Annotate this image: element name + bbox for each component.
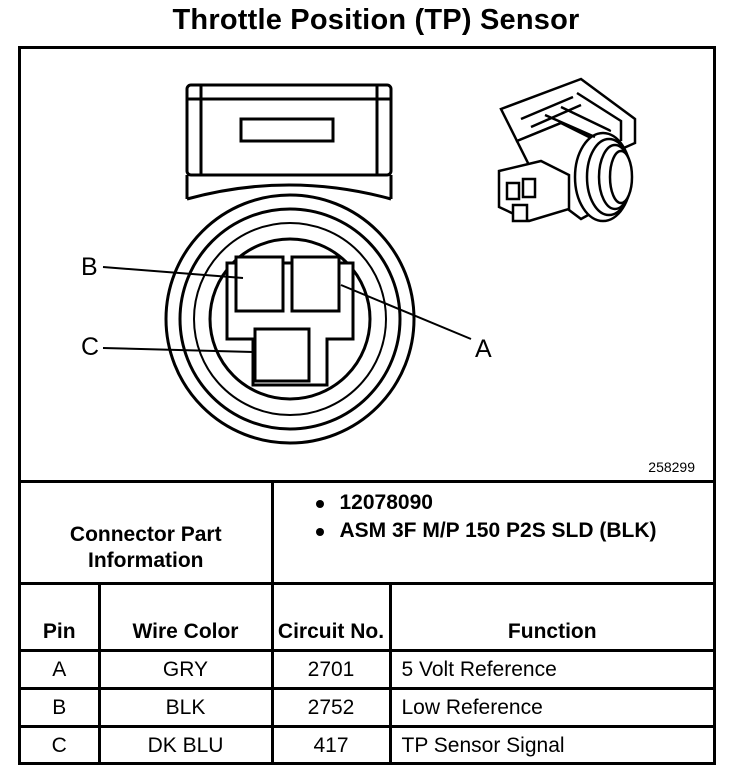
cell-wire-color: GRY xyxy=(97,649,274,690)
cell-circuit: 417 xyxy=(270,725,392,763)
pin-c-cavity xyxy=(253,327,311,383)
connector-drawing xyxy=(102,77,637,445)
connector-part-number: 12078090 xyxy=(314,489,714,517)
pin-a-cavity xyxy=(290,255,341,313)
leader-lines xyxy=(102,266,472,353)
pin-label-c: C xyxy=(81,333,100,361)
connector-housing xyxy=(185,83,393,201)
table-row: B BLK 2752 Low Reference xyxy=(21,687,713,728)
cell-circuit: 2752 xyxy=(270,687,392,728)
pin-cavities xyxy=(234,255,341,383)
header-circuit: Circuit No. xyxy=(270,582,392,652)
cell-pin: B xyxy=(21,687,101,728)
connector-tables: Connector Part Information 12078090 ASM … xyxy=(21,480,713,763)
cell-function: 5 Volt Reference xyxy=(388,649,713,690)
connector-illustration: B C A 258299 xyxy=(21,49,713,480)
pin-b-cavity xyxy=(234,255,285,313)
cell-circuit: 2701 xyxy=(270,649,392,690)
header-wire-color: Wire Color xyxy=(97,582,274,652)
cell-pin: C xyxy=(21,725,101,763)
diagram-frame: B C A 258299 Connector Part Information … xyxy=(18,46,716,765)
pin-table-header: Pin Wire Color Circuit No. Function xyxy=(21,582,713,652)
cell-function: TP Sensor Signal xyxy=(388,725,713,763)
diagram-title: Throttle Position (TP) Sensor xyxy=(172,4,580,36)
connector-info-label: Connector Part Information xyxy=(21,480,274,585)
connector-info-table: Connector Part Information 12078090 ASM … xyxy=(21,480,713,585)
pin-table: Pin Wire Color Circuit No. Function A GR… xyxy=(21,582,713,763)
pin-label-b: B xyxy=(81,253,98,281)
figure-number: 258299 xyxy=(648,459,695,475)
cell-wire-color: DK BLU xyxy=(97,725,274,763)
connector-description: ASM 3F M/P 150 P2S SLD (BLK) xyxy=(314,517,714,545)
connector-rings xyxy=(164,193,416,445)
table-row: C DK BLU 417 TP Sensor Signal xyxy=(21,725,713,763)
pin-label-a: A xyxy=(475,335,492,363)
table-row: A GRY 2701 5 Volt Reference xyxy=(21,649,713,690)
connector-info-values: 12078090 ASM 3F M/P 150 P2S SLD (BLK) xyxy=(270,480,714,585)
cell-pin: A xyxy=(21,649,101,690)
connector-perspective-sketch xyxy=(497,77,637,223)
header-function: Function xyxy=(388,582,713,652)
cell-wire-color: BLK xyxy=(97,687,274,728)
cell-function: Low Reference xyxy=(388,687,713,728)
header-pin: Pin xyxy=(21,582,101,652)
